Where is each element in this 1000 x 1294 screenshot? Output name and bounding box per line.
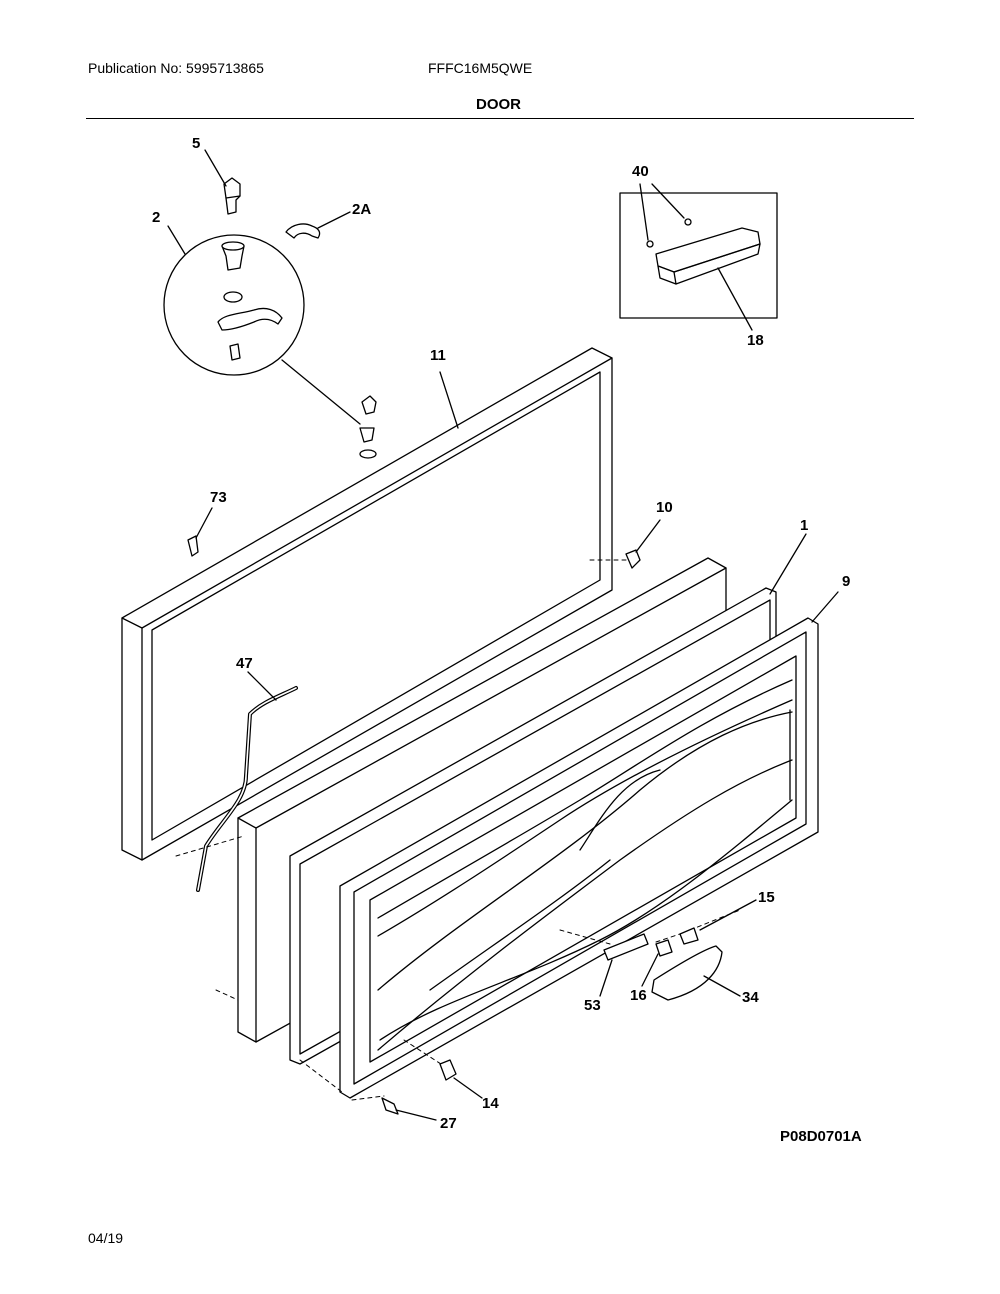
screw-73-part [187,535,199,557]
latch-bracket-part [603,933,649,961]
header-rule [86,118,914,119]
leader-47 [247,671,277,701]
callout-2A: 2A [352,201,372,218]
leader-27 [395,1109,437,1121]
leader-9 [811,591,839,623]
leader-5 [204,149,227,187]
inner-door-liner [339,617,819,1099]
leader-detail [281,359,361,425]
leader-53 [599,959,613,997]
publication-number: Publication No: 5995713865 [88,60,264,76]
leader-34 [703,975,741,997]
leader-16 [641,953,659,987]
callout-73: 73 [210,489,227,506]
callout-9: 9 [842,573,851,590]
hinge-detail-circle [163,234,305,376]
hinge-clip-part [285,223,321,239]
callout-18: 18 [747,332,764,349]
leader-14 [453,1077,483,1099]
plug-part [625,549,641,569]
leader-11 [439,371,459,429]
callout-5: 5 [192,135,201,152]
callout-1: 1 [800,517,809,534]
revision-date: 04/19 [88,1230,124,1246]
diagram-code: P08D0701A [780,1128,862,1145]
outer-door-panel [121,347,613,861]
screw-27-part [381,1097,399,1115]
alignment-lines [175,559,741,1101]
leader-73 [195,507,213,539]
callout-15: 15 [758,889,775,906]
callout-40: 40 [632,163,649,180]
leader-15 [699,899,757,931]
leader-2A [317,211,351,229]
hinge-pin-part [223,177,241,215]
leader-2 [167,225,186,255]
lock-plunger-part [679,927,699,945]
section-title: DOOR [476,96,521,113]
callout-14: 14 [482,1095,499,1112]
leader-40b [651,183,685,219]
callout-47: 47 [236,655,253,672]
callout-27: 27 [440,1115,457,1132]
model-number: FFFC16M5QWE [428,60,533,76]
handle-inset-part [655,227,761,285]
callout-16: 16 [630,987,647,1004]
hinge-detail-parts [217,241,283,361]
leader-1 [769,533,807,595]
callout-34: 34 [742,989,759,1006]
door-handle-part [651,945,723,1001]
callout-10: 10 [656,499,673,516]
leader-10 [635,519,661,553]
lock-cylinder-part [655,939,673,957]
callout-53: 53 [584,997,601,1014]
callout-2: 2 [152,209,161,226]
leader-18 [717,267,753,331]
leader-40a [639,183,649,241]
screw-14-part [439,1059,457,1081]
callout-11: 11 [430,347,446,364]
